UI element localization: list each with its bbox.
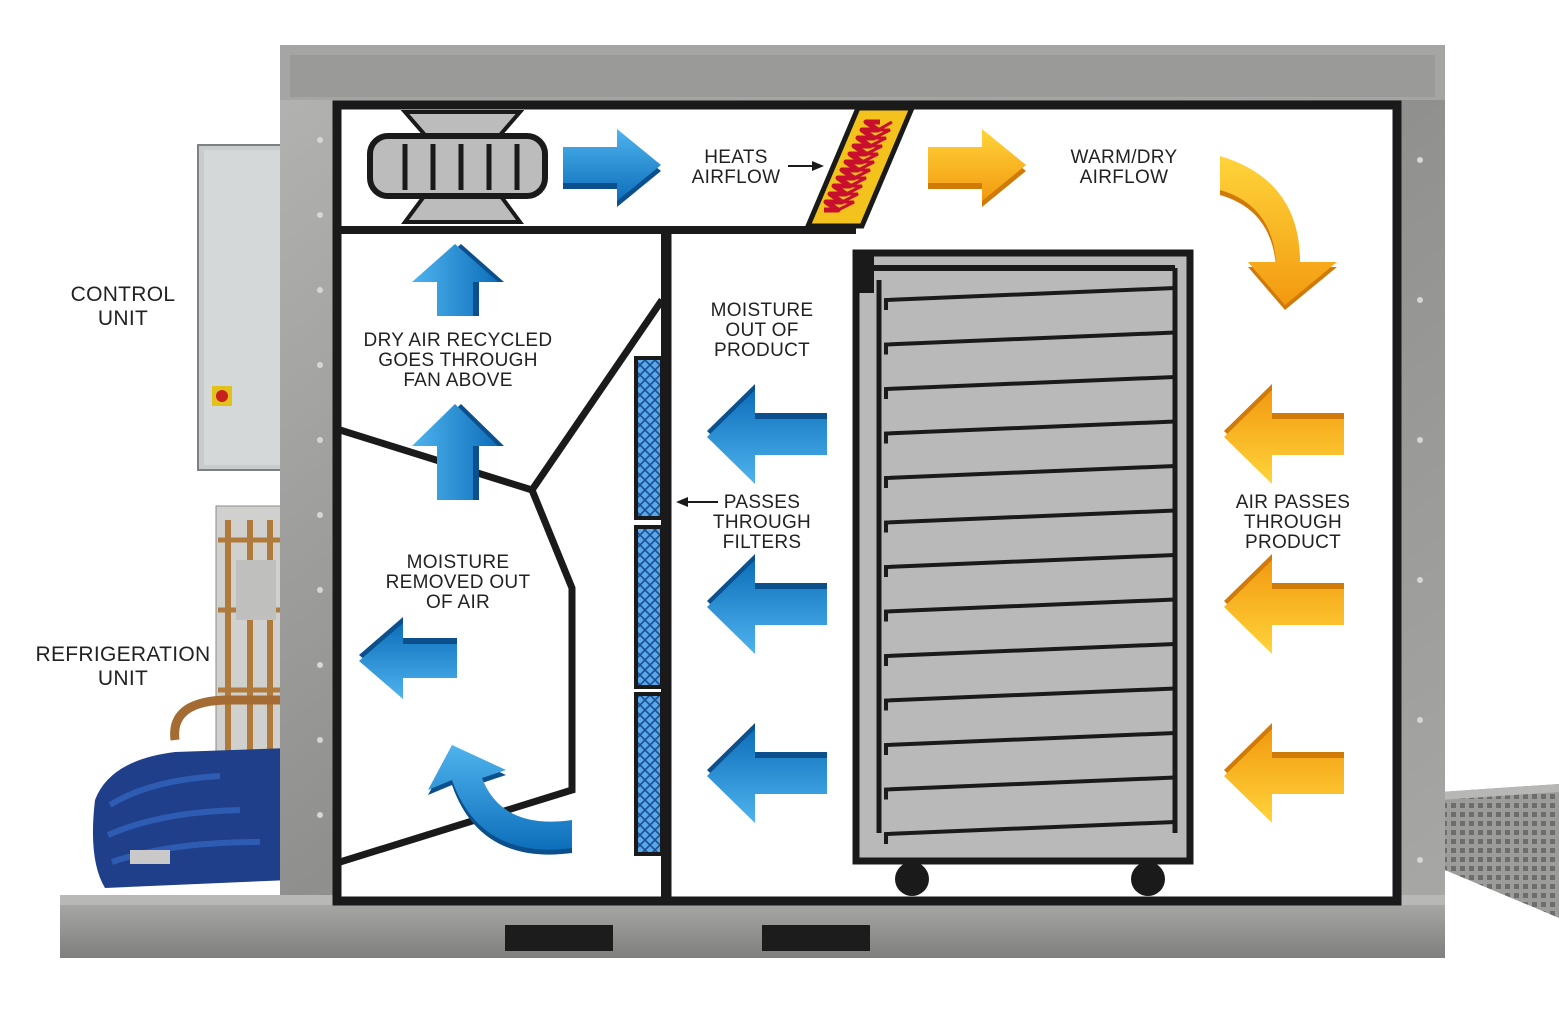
trolley-shelf [884, 775, 1176, 800]
blue-arrow [707, 723, 827, 823]
trolley-shelf [884, 286, 1176, 310]
trolley-shelf [884, 820, 1176, 844]
yellow-arrow [1224, 384, 1344, 484]
trolley-shelf [884, 642, 1176, 666]
fan-icon [367, 110, 548, 224]
trolley-shelf [884, 597, 1176, 622]
base-skid [60, 902, 1445, 958]
trolley-icon [852, 249, 1194, 896]
trolley-shelf [884, 464, 1176, 488]
yellow-arrow [1220, 156, 1337, 310]
blue-arrow [359, 617, 457, 699]
blue-arrow [428, 745, 572, 855]
trolley-shelf [884, 686, 1176, 711]
compressor [92, 748, 290, 888]
forklift-pocket [762, 925, 870, 951]
blue-arrow [412, 244, 504, 316]
trolley-shelf [884, 731, 1176, 755]
blue-arrow [707, 554, 827, 654]
forklift-pocket [505, 925, 613, 951]
heater-icon [804, 105, 916, 229]
blue-arrow [563, 129, 661, 207]
blue-arrow [412, 404, 504, 500]
trolley-shelf [884, 330, 1176, 355]
yellow-arrow [1224, 723, 1344, 823]
pointer-arrow [676, 161, 824, 507]
filter-icon [634, 356, 664, 856]
yellow-arrow [928, 129, 1026, 207]
blue-arrow [707, 384, 827, 484]
trolley-shelf [884, 375, 1176, 399]
ramp [1440, 784, 1559, 918]
yellow-arrow [1224, 554, 1344, 654]
trolley-shelf [884, 508, 1176, 533]
trolley-shelf [884, 419, 1176, 444]
trolley-shelf [884, 553, 1176, 577]
